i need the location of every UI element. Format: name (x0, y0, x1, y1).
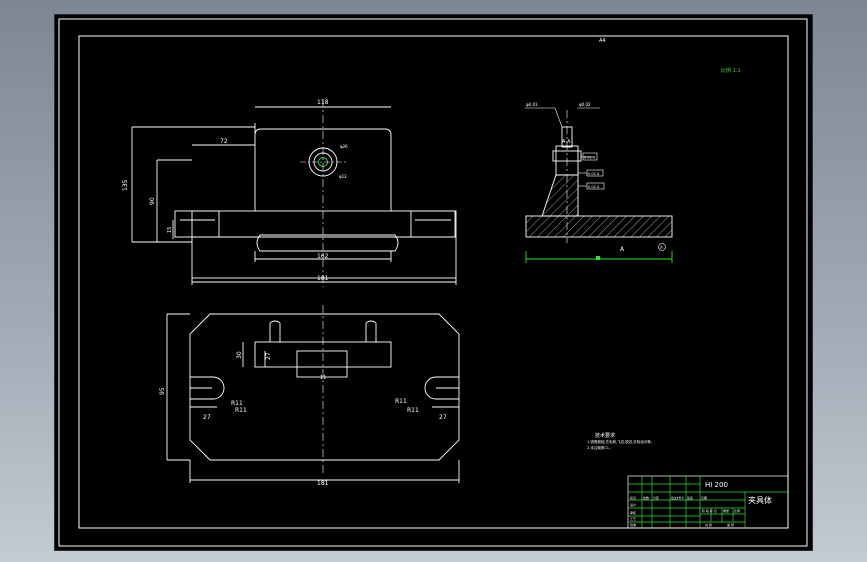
plan-dim-11: 11 (320, 375, 326, 381)
tb-row-0: 标记 (630, 495, 636, 500)
tb-col-2: 更改文件号 (671, 496, 684, 500)
plan-r-left-1: R11 (231, 400, 243, 407)
tech-req-line-2: 2.未注倒角C1。 (587, 445, 613, 450)
plan-slot-left: 27 (203, 414, 211, 421)
tb-stage-0: 阶 段 标 记 (702, 508, 717, 513)
tb-col-1: 分区 (653, 495, 659, 500)
dim-base-total: 181 (317, 275, 329, 282)
engineering-drawing: A4 比例 1:1 118 72 1 (58, 18, 808, 547)
plan-dim-total: 181 (317, 480, 329, 487)
section-label: A-A (562, 139, 571, 145)
tech-req-line-1: 1.锐角倒钝,去毛刺,飞边,锐边,去除油污等。 (587, 439, 654, 444)
tolerance-text-3: 0.02 A (588, 185, 600, 189)
dim-base-inner: 162 (317, 253, 329, 260)
dim-height-mid: 90 (149, 197, 156, 205)
tb-col-4: 日期 (701, 495, 707, 500)
tb-stage-2: 比例 (734, 508, 740, 513)
tolerance-box-3: 0.02 A (586, 182, 605, 190)
plan-r-right-2: R11 (407, 407, 419, 414)
cad-viewport[interactable]: A4 比例 1:1 118 72 1 (54, 14, 813, 551)
hole-note-2: φ12 (339, 174, 347, 179)
datum-circle (658, 243, 666, 251)
side-note-right: φ0.02 (579, 102, 591, 107)
side-view (525, 126, 673, 238)
tb-col-3: 签名 (687, 495, 693, 500)
plan-dim-height: 95 (159, 387, 166, 395)
plan-slot-right: 27 (439, 414, 447, 421)
tb-row-2: 审核 (630, 510, 636, 515)
plan-view (166, 313, 460, 483)
tolerance-text-2: 0.02 A (588, 172, 600, 176)
tb-row-4: 批准 (630, 522, 636, 527)
tech-req-title: 技术要求 (595, 432, 615, 439)
plan-dim-27: 27 (265, 352, 272, 360)
plan-dim-30: 30 (236, 351, 243, 359)
sheet-label: A4 (599, 38, 606, 44)
side-note-left: φ0.01 (526, 102, 538, 107)
tb-sheet-0: 共 张 (705, 522, 712, 527)
tb-col-0: 处数 (643, 495, 649, 500)
tb-sheet-1: 第 张 (727, 522, 734, 527)
dim-left-offset: 72 (220, 138, 228, 145)
section-ref: A (620, 246, 625, 253)
title-block (627, 475, 789, 529)
outer-border (58, 18, 808, 547)
plan-r-left-2: R11 (235, 407, 247, 414)
dim-15: 15 (167, 227, 173, 233)
tolerance-box-2: 0.02 A (586, 169, 604, 177)
dim-top-width: 118 (317, 99, 329, 106)
dim-height-total: 135 (122, 179, 129, 191)
datum-letter: A (660, 245, 663, 250)
drawing-number: HI 200 (705, 481, 728, 489)
scale-note: 比例 1:1 (721, 67, 741, 74)
tb-stage-1: 重量 (723, 508, 729, 513)
front-view (131, 106, 457, 285)
tolerance-box-1: 0.01 A (582, 152, 598, 161)
plan-r-right-1: R11 (395, 398, 407, 405)
tb-row-3: 工艺 (630, 516, 636, 521)
tb-row-1: 设计 (630, 502, 636, 507)
inner-border (78, 35, 789, 529)
part-name: 夹具体 (748, 495, 772, 505)
hole-note-1: φ26 (340, 144, 348, 149)
side-center-mark (596, 256, 600, 260)
tolerance-text-1: 0.01 A (584, 156, 596, 160)
